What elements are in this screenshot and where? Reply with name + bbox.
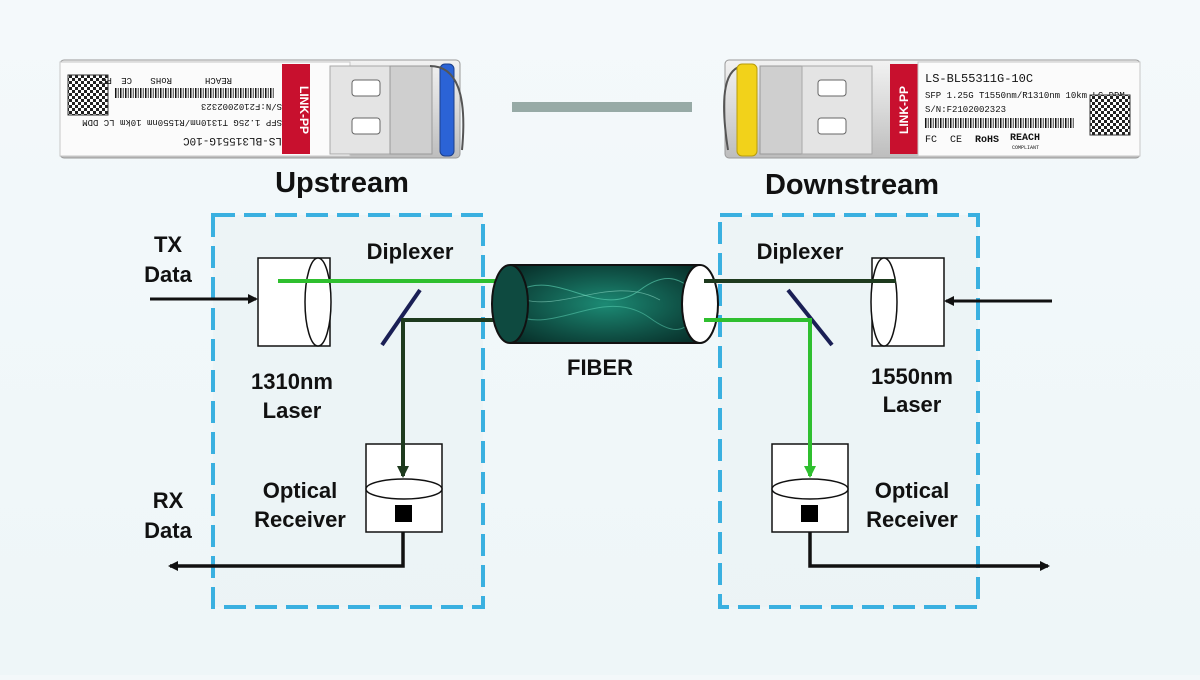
upstream-mark-rohs: RoHS: [150, 75, 172, 85]
upstream-laser-label-line2: Laser: [263, 398, 322, 423]
downstream-brand-band: [890, 64, 918, 154]
downstream-spec: SFP 1.25G T1550nm/R1310nm 10km LC DDM: [925, 91, 1125, 101]
module-link-bar: [512, 102, 692, 112]
upstream-mark-fc: FC: [101, 75, 112, 85]
upstream-mark-ce: CE: [121, 75, 132, 85]
downstream-diplexer-label: Diplexer: [757, 239, 844, 264]
upstream-transceiver-box: [211, 213, 485, 609]
downstream-mark-ce: CE: [950, 135, 962, 146]
barcode-icon: [115, 88, 275, 98]
qr-code-icon: [67, 74, 109, 116]
rx-output-arrow: [168, 532, 405, 571]
downstream-laser-label-line2: Laser: [883, 392, 942, 417]
fiber-cable-icon: [491, 264, 719, 344]
downstream-sfp-module: LINK-PP LS-BL55311G-10C SFP 1.25G T1550n…: [723, 59, 1141, 159]
upstream-brand-band: [282, 64, 310, 154]
downstream-part-number: LS-BL55311G-10C: [925, 72, 1033, 86]
upstream-part-number: LS-BL31551G-10C: [183, 134, 282, 146]
tx-label-line2: Data: [144, 262, 192, 287]
upstream-title: Upstream: [275, 167, 409, 199]
downstream-serial: S/N:F2102002323: [925, 105, 1006, 115]
qr-code-icon: [1089, 94, 1131, 136]
downstream-mark-reach: REACH: [1010, 133, 1040, 144]
downstream-mark-rohs: RoHS: [975, 135, 999, 146]
tx-label-line1: TX: [154, 232, 182, 257]
downstream-output-arrow: [808, 532, 1050, 571]
downstream-diplexer-mirror-icon: [786, 288, 834, 347]
downstream-receiver-label-line1: Optical: [875, 478, 950, 503]
upstream-spec: SFP 1.25G T1310nm/R1550nm 10km LC DDM: [82, 117, 282, 127]
upstream-sfp-module: LS-BL31551G-10C SFP 1.25G T1310nm/R1550n…: [59, 59, 465, 159]
upstream-receiver-label-line1: Optical: [263, 478, 338, 503]
fiber-label: FIBER: [567, 355, 633, 380]
upstream-blue-latch: [439, 63, 455, 157]
upstream-diplexer-mirror-icon: [380, 288, 422, 347]
downstream-laser: [870, 257, 945, 347]
downstream-brand-logo: LINK-PP: [897, 86, 911, 134]
downstream-yellow-latch: [736, 63, 758, 157]
rx-label-line1: RX: [153, 488, 184, 513]
upstream-serial: S/N:F2102002323: [201, 101, 282, 111]
upstream-laser-label-line1: 1310nm: [251, 369, 333, 394]
upstream-diplexer-label: Diplexer: [367, 239, 454, 264]
downstream-rx-beam: [704, 318, 816, 478]
upstream-brand-logo: LINK-PP: [297, 86, 311, 134]
downstream-reach-sub: COMPLIANT: [1012, 145, 1039, 151]
barcode-icon: [925, 118, 1075, 128]
upstream-rx-beam: [397, 318, 500, 478]
downstream-mark-fc: FC: [925, 135, 937, 146]
downstream-laser-label-line1: 1550nm: [871, 364, 953, 389]
downstream-title: Downstream: [765, 169, 939, 201]
upstream-laser: [257, 257, 332, 347]
rx-label-line2: Data: [144, 518, 192, 543]
downstream-receiver-label-line2: Receiver: [866, 507, 958, 532]
upstream-mark-reach: REACH: [205, 75, 232, 85]
upstream-receiver-label-line2: Receiver: [254, 507, 346, 532]
